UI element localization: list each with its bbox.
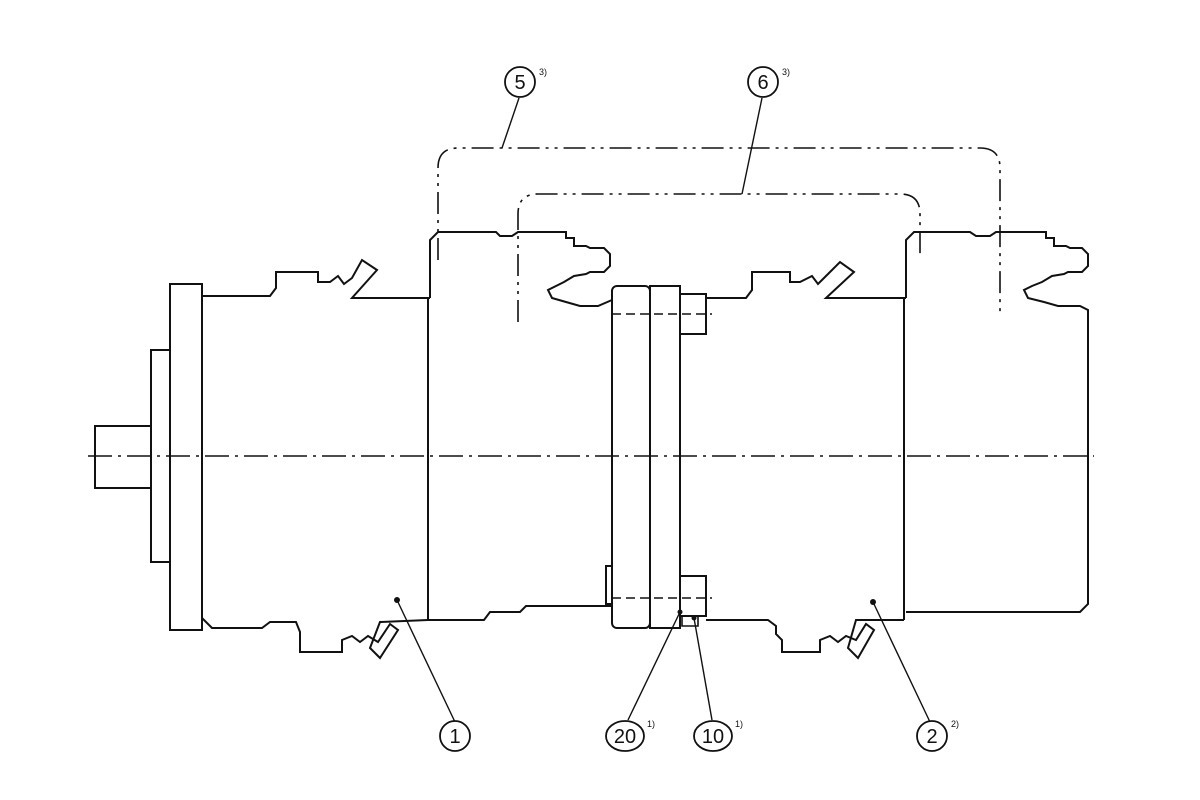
flange-plate-right <box>649 285 681 629</box>
callout-number: 6 <box>757 72 768 94</box>
flange-plate-left <box>611 285 651 629</box>
leader-2-dot <box>870 599 876 605</box>
callout-number: 10 <box>702 726 724 748</box>
motor-1-body-top <box>202 258 430 299</box>
leaders <box>394 97 931 723</box>
callout-note: 1) <box>735 719 743 729</box>
callout-balloon <box>439 720 471 752</box>
callout-2: 2 2) <box>916 719 959 752</box>
callout-note: 3) <box>539 67 547 77</box>
callout-balloon <box>504 66 536 98</box>
coupling-flange <box>605 285 712 629</box>
leader-1-dot <box>394 597 400 603</box>
motor-2-body-top <box>706 260 906 299</box>
callout-balloon <box>916 720 948 752</box>
envelope-6 <box>517 193 921 322</box>
housing-1 <box>428 231 613 621</box>
leader-1 <box>396 599 456 723</box>
callout-1: 1 <box>439 720 471 752</box>
motor-1 <box>94 258 430 660</box>
bolt-head-top <box>679 293 707 335</box>
housing-1-top <box>429 231 613 307</box>
motor-1-body-bottom <box>201 617 429 660</box>
housing-2 <box>905 231 1089 613</box>
leader-10 <box>693 617 713 721</box>
callout-note: 1) <box>647 719 655 729</box>
shaft <box>94 425 152 489</box>
callout-note: 3) <box>782 67 790 77</box>
motor-2-body-bottom <box>706 619 904 660</box>
leader-20-dot <box>677 609 683 615</box>
leader-20 <box>627 611 681 721</box>
leader-2 <box>872 601 931 723</box>
callout-number: 5 <box>514 72 525 94</box>
housing-1-bottom <box>428 605 612 621</box>
bolt-head-bottom <box>679 575 707 617</box>
housing-2-top <box>905 231 1089 613</box>
flange-step <box>605 565 612 605</box>
washer-bottom <box>681 616 699 627</box>
envelope-5 <box>437 147 1001 316</box>
callout-balloon <box>693 720 733 752</box>
callout-10: 10 1) <box>693 719 743 752</box>
leader-5 <box>501 97 520 149</box>
mounting-flange <box>169 283 203 631</box>
callout-balloon <box>747 66 779 98</box>
callout-20: 20 1) <box>605 719 655 752</box>
leader-10-dot <box>691 615 697 621</box>
motor-2 <box>706 260 906 660</box>
callout-6: 6 3) <box>747 66 790 98</box>
leader-6 <box>741 97 763 195</box>
callout-number: 1 <box>449 726 460 748</box>
callout-number: 20 <box>614 726 636 748</box>
callout-balloon <box>605 720 645 752</box>
callout-note: 2) <box>951 719 959 729</box>
callout-number: 2 <box>926 726 937 748</box>
callout-5: 5 3) <box>504 66 547 98</box>
